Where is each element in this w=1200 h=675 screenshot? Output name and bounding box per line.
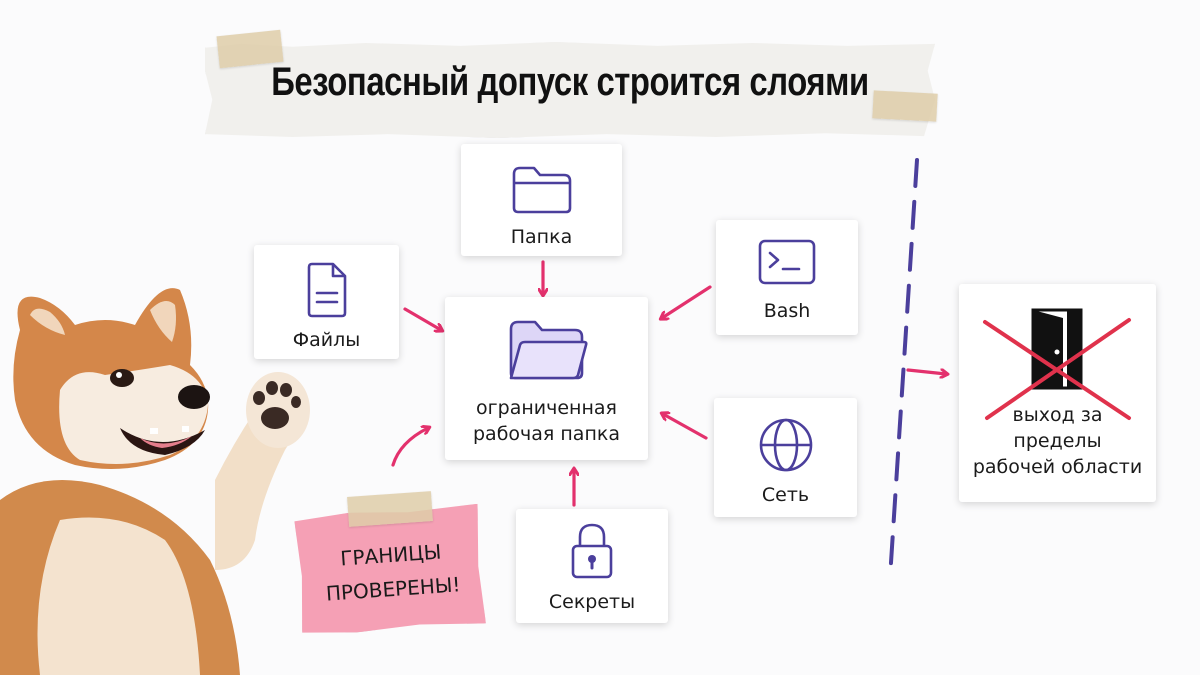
node-secrets-card: Секреты xyxy=(516,509,668,623)
blocked-label-line3: рабочей области xyxy=(972,456,1143,478)
title-strip xyxy=(205,42,935,138)
node-files-label: Файлы xyxy=(292,329,361,351)
door-icon xyxy=(1031,308,1082,390)
center-label-line2: рабочая папка xyxy=(473,423,620,445)
node-folder-label: Папка xyxy=(510,226,573,248)
center-workspace-card: ограниченная рабочая папка xyxy=(445,297,648,460)
arrow-files-to-center xyxy=(403,307,441,330)
terminal-icon xyxy=(758,239,816,285)
tape-sticky xyxy=(347,491,433,527)
blocked-label-line2: пределы xyxy=(1013,430,1102,452)
arrow-bash-to-center xyxy=(662,285,712,318)
sticky-note-text: ГРАНИЦЫ ПРОВЕРЕНЫ! xyxy=(298,532,486,613)
arrow-to-blocked xyxy=(906,370,946,374)
globe-icon xyxy=(759,418,812,472)
folder-icon xyxy=(512,166,571,214)
node-network-label: Сеть xyxy=(761,484,810,506)
arrow-sticky-to-center xyxy=(391,428,428,467)
node-folder-card: Папка xyxy=(461,144,622,256)
arrow-network-to-center xyxy=(663,414,708,440)
blocked-exit-card: выход за пределы рабочей области xyxy=(959,284,1156,502)
center-label-line1: ограниченная xyxy=(476,397,617,419)
node-bash-card: Bash xyxy=(716,220,858,335)
cross-mark-icon xyxy=(983,318,1131,420)
node-network-card: Сеть xyxy=(714,398,857,517)
file-icon xyxy=(307,262,346,318)
page-title: Безопасный допуск строится слоями xyxy=(271,60,869,104)
node-bash-label: Bash xyxy=(763,300,811,322)
boundary-dashed-line xyxy=(888,158,919,580)
node-secrets-label: Секреты xyxy=(548,591,636,613)
lock-icon xyxy=(571,523,613,579)
shiba-dog-illustration xyxy=(0,288,310,675)
node-files-card: Файлы xyxy=(254,245,399,359)
folder-open-icon xyxy=(509,320,588,380)
blocked-label-line1: выход за xyxy=(1012,404,1103,426)
